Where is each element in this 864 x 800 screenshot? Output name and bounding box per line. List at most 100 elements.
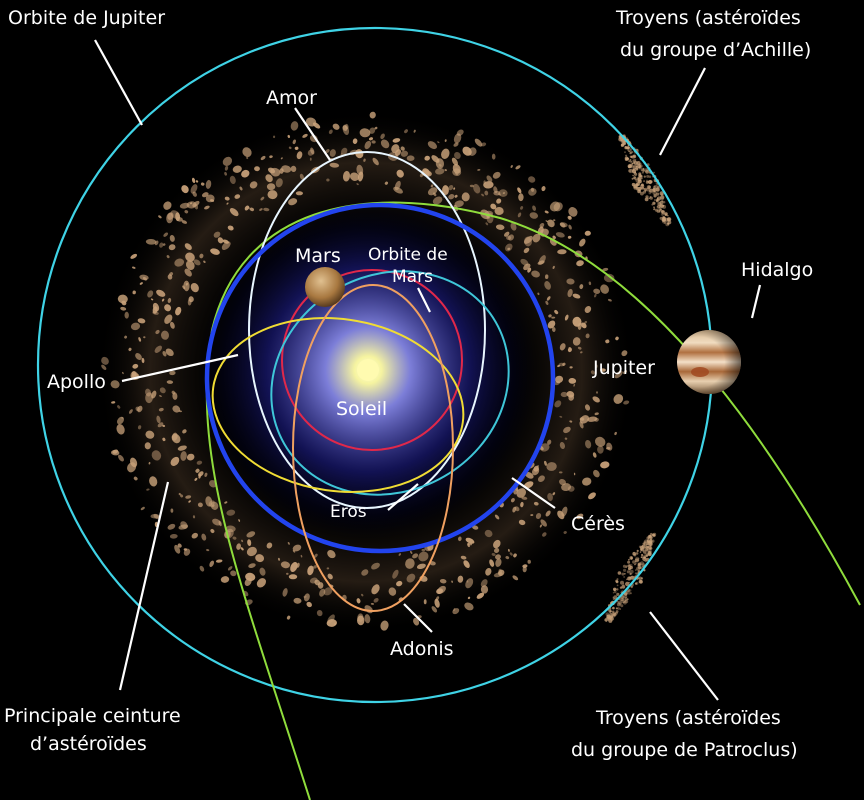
asteroid-speck: [507, 247, 511, 251]
asteroid-speck: [498, 189, 508, 197]
asteroid-speck: [460, 555, 467, 560]
asteroid-speck: [352, 138, 358, 144]
asteroid-speck: [293, 597, 302, 604]
asteroid-speck: [209, 560, 215, 567]
asteroid-speck: [566, 391, 575, 398]
asteroid-speck: [577, 346, 582, 350]
asteroid-speck: [392, 569, 399, 579]
asteroid-speck: [537, 292, 540, 296]
trojan-speck: [628, 567, 631, 571]
asteroid-speck: [192, 191, 197, 197]
trojan-speck: [649, 188, 654, 193]
asteroid-speck: [180, 494, 184, 498]
asteroid-speck: [357, 613, 364, 622]
trojan-speck: [641, 171, 645, 174]
asteroid-speck: [184, 268, 192, 277]
asteroid-speck: [585, 439, 592, 449]
asteroid-speck: [181, 185, 189, 194]
asteroid-speck: [210, 528, 215, 534]
asteroid-speck: [159, 395, 162, 397]
trojan-speck: [645, 548, 648, 552]
asteroid-speck: [529, 212, 539, 219]
asteroid-speck: [159, 242, 164, 248]
asteroid-speck: [267, 190, 278, 200]
asteroid-speck: [539, 443, 550, 452]
asteroid-speck: [148, 461, 151, 465]
adonis-orbit: [292, 284, 454, 612]
asteroid-speck: [171, 390, 176, 395]
trojan-speck: [607, 609, 610, 612]
asteroid-speck: [255, 554, 265, 563]
mars-planet: [305, 267, 345, 307]
asteroid-speck: [168, 244, 176, 251]
asteroid-speck: [180, 451, 187, 461]
asteroid-speck: [224, 165, 229, 171]
asteroid-speck: [551, 327, 556, 332]
trojan-speck: [611, 610, 615, 614]
asteroid-speck: [444, 169, 447, 172]
trojan-cloud-patroclus: [604, 532, 657, 623]
asteroid-speck: [156, 289, 166, 297]
trojan-speck: [615, 607, 618, 610]
trojan-speck: [643, 550, 647, 554]
asteroid-speck: [194, 477, 198, 481]
asteroid-speck: [294, 146, 299, 150]
asteroid-speck: [332, 123, 340, 130]
trojan-speck: [634, 172, 638, 176]
trojan-speck: [622, 564, 627, 568]
asteroid-speck: [161, 298, 165, 302]
trojan-speck: [621, 584, 626, 589]
asteroid-speck: [186, 453, 195, 461]
asteroid-speck: [241, 539, 244, 543]
trojan-speck: [619, 586, 623, 589]
label-hidalgo: Hidalgo: [741, 259, 813, 281]
asteroid-speck: [528, 188, 537, 196]
asteroid-speck: [185, 260, 195, 270]
asteroid-speck: [524, 471, 534, 479]
asteroid-speck: [515, 165, 521, 170]
trojan-speck: [638, 576, 642, 581]
asteroid-speck: [240, 547, 244, 551]
asteroid-speck: [371, 140, 376, 144]
trojan-speck: [648, 545, 652, 550]
asteroid-speck: [124, 311, 129, 319]
trojan-speck: [625, 565, 628, 567]
sun: [357, 359, 379, 381]
trojan-speck: [620, 580, 624, 585]
asteroid-speck: [579, 418, 585, 421]
asteroid-speck: [568, 207, 578, 217]
trojan-speck: [643, 187, 647, 191]
asteroid-speck: [205, 179, 212, 189]
label-ceres: Cérès: [571, 513, 625, 535]
trojan-speck: [639, 561, 645, 566]
asteroid-speck: [166, 380, 174, 384]
asteroid-speck: [132, 363, 139, 369]
asteroid-speck: [555, 232, 565, 238]
trojan-speck: [645, 195, 649, 199]
asteroid-speck: [300, 554, 303, 558]
asteroid-speck: [621, 350, 628, 357]
trojan-speck: [612, 592, 615, 594]
asteroid-speck: [568, 224, 572, 230]
trojan-speck: [640, 184, 645, 189]
asteroid-speck: [154, 240, 159, 246]
trojan-speck: [652, 188, 656, 191]
asteroid-speck: [137, 318, 146, 324]
asteroid-speck: [380, 133, 385, 140]
trojan-speck: [630, 585, 633, 589]
label-eros: Eros: [330, 502, 367, 522]
asteroid-speck: [510, 222, 517, 231]
asteroid-speck: [121, 417, 124, 419]
asteroid-speck: [326, 178, 330, 182]
trojan-speck: [656, 192, 660, 196]
asteroid-speck: [520, 258, 529, 266]
label-main-belt-line1: Principale ceinture: [4, 705, 181, 727]
trojan-speck: [635, 552, 639, 555]
trojan-speck: [632, 159, 636, 163]
asteroid-speck: [523, 263, 531, 271]
asteroid-speck: [495, 558, 502, 567]
asteroid-speck: [169, 533, 178, 539]
asteroid-speck: [546, 462, 557, 471]
asteroid-speck: [170, 508, 174, 513]
asteroid-speck: [290, 561, 298, 573]
